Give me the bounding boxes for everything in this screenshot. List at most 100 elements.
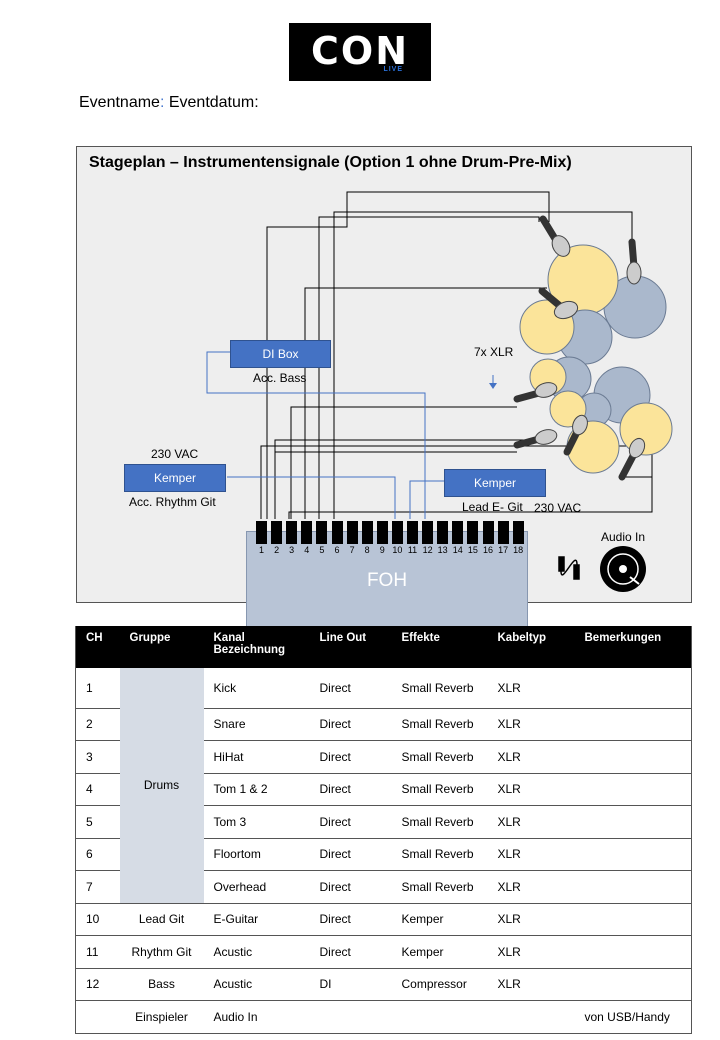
- cell-line-out: Direct: [309, 740, 392, 774]
- cable-kemper-right: [409, 480, 445, 519]
- kemper-left-power: 230 VAC: [151, 447, 199, 461]
- audio-in-label: Audio In: [601, 530, 646, 544]
- cell-line-out: Direct: [309, 903, 392, 936]
- cell-bemerkungen: [574, 903, 692, 936]
- cell-kabeltyp: XLR: [487, 968, 575, 1001]
- cell-gruppe: Bass: [119, 968, 204, 1001]
- cell-bemerkungen: [574, 805, 692, 839]
- mic-hihat: [563, 414, 588, 456]
- audio-cable-icon: [558, 556, 580, 580]
- cell-bemerkungen: [574, 773, 692, 806]
- foh-channel-number: 11: [407, 545, 418, 555]
- cell-kabeltyp: XLR: [487, 773, 575, 806]
- foh-label: FOH: [366, 570, 408, 591]
- foh-input-jack: [422, 521, 434, 544]
- cell-ch: 5: [75, 805, 120, 839]
- cell-ch: 1: [75, 668, 120, 709]
- cell-gruppe: Lead Git: [119, 903, 204, 936]
- foh-input-jack: [271, 521, 283, 544]
- cell-line-out: Direct: [309, 773, 392, 806]
- xlr-arrow-head: [489, 383, 497, 389]
- event-date-label: Eventdatum:: [168, 94, 259, 111]
- cell-ch: 11: [75, 935, 120, 969]
- cell-kanal: Acustic: [203, 935, 310, 969]
- foh-input-jack: [391, 521, 403, 544]
- cell-ch: 6: [75, 838, 120, 871]
- cell-line-out: Direct: [309, 708, 392, 741]
- cell-ch: 4: [75, 773, 120, 806]
- cell-gruppe: Einspieler: [119, 1000, 204, 1034]
- foh-channel-number: 14: [452, 545, 463, 555]
- cell-bemerkungen: [574, 838, 692, 871]
- cell-effekte: Small Reverb: [391, 740, 488, 774]
- cell-kabeltyp: XLR: [487, 935, 575, 969]
- foh-input-jack: [407, 521, 418, 544]
- cell-kanal: E-Guitar: [203, 903, 310, 936]
- cell-ch: 12: [75, 968, 120, 1001]
- foh-channel-number: 2: [274, 545, 280, 555]
- cell-kanal: Overhead: [203, 870, 310, 904]
- header-effekte: Effekte: [391, 626, 488, 668]
- channel-table: CH Gruppe Kanal Bezeichnung Line Out Eff…: [75, 626, 692, 1034]
- cell-kabeltyp: XLR: [487, 668, 575, 709]
- foh-input-jack: [482, 521, 494, 544]
- cell-effekte: Small Reverb: [391, 668, 488, 709]
- foh-channel-number: 6: [334, 545, 340, 555]
- cell-ch: [75, 1000, 120, 1034]
- cell-line-out: Direct: [309, 668, 392, 709]
- foh-channel-number: 15: [467, 545, 478, 555]
- cell-line-out: Direct: [309, 805, 392, 839]
- vinyl-disc-icon: [600, 546, 646, 592]
- foh-input-jack: [512, 521, 524, 544]
- cable-floor: [318, 216, 540, 519]
- cell-kabeltyp: XLR: [487, 870, 575, 904]
- mic-kick: [538, 287, 579, 320]
- cell-kabeltyp: XLR: [487, 903, 575, 936]
- cell-effekte: Compressor: [391, 968, 488, 1001]
- cell-kanal: Tom 1 & 2: [203, 773, 310, 806]
- foh-input-jack: [301, 521, 313, 544]
- kemper-right-label: Kemper: [473, 476, 517, 490]
- cell-ch: 10: [75, 903, 120, 936]
- foh-input-jack: [376, 521, 388, 544]
- cell-effekte: Small Reverb: [391, 805, 488, 839]
- foh-input-jack: [497, 521, 509, 544]
- cell-kanal: Audio In: [203, 1000, 310, 1034]
- cell-kanal: Acustic: [203, 968, 310, 1001]
- foh-channel-number: 1: [258, 545, 264, 555]
- cable-overhead: [266, 191, 550, 519]
- di-box-caption: Acc. Bass: [253, 371, 307, 385]
- kemper-right-box: Kemper: [444, 469, 546, 497]
- cell-effekte: Kemper: [391, 903, 488, 936]
- foh-input-jack: [467, 521, 479, 544]
- foh-input-jack: [256, 521, 267, 544]
- xlr-note: 7x XLR: [474, 345, 514, 359]
- cell-gruppe: Rhythm Git: [119, 935, 204, 969]
- cell-ch: 3: [75, 740, 120, 774]
- foh-input-jack: [437, 521, 449, 544]
- header-ch: CH: [75, 626, 120, 668]
- cell-kanal: HiHat: [203, 740, 310, 774]
- foh-input-jack: [316, 521, 328, 544]
- logo-subtext: LIVE: [383, 66, 403, 73]
- kemper-left-caption: Acc. Rhythm Git: [129, 495, 216, 509]
- stageplan-title: Stageplan – Instrumentensignale (Option …: [89, 154, 572, 171]
- di-box: DI Box: [230, 340, 331, 368]
- mic-tom: [513, 382, 558, 403]
- foh-channel-number: 5: [319, 545, 325, 555]
- event-name-label: Eventname: [79, 94, 160, 111]
- cell-kabeltyp: XLR: [487, 708, 575, 741]
- kemper-left-box: Kemper: [124, 464, 226, 492]
- cable-tom1: [304, 287, 547, 519]
- cell-line-out: Direct: [309, 870, 392, 904]
